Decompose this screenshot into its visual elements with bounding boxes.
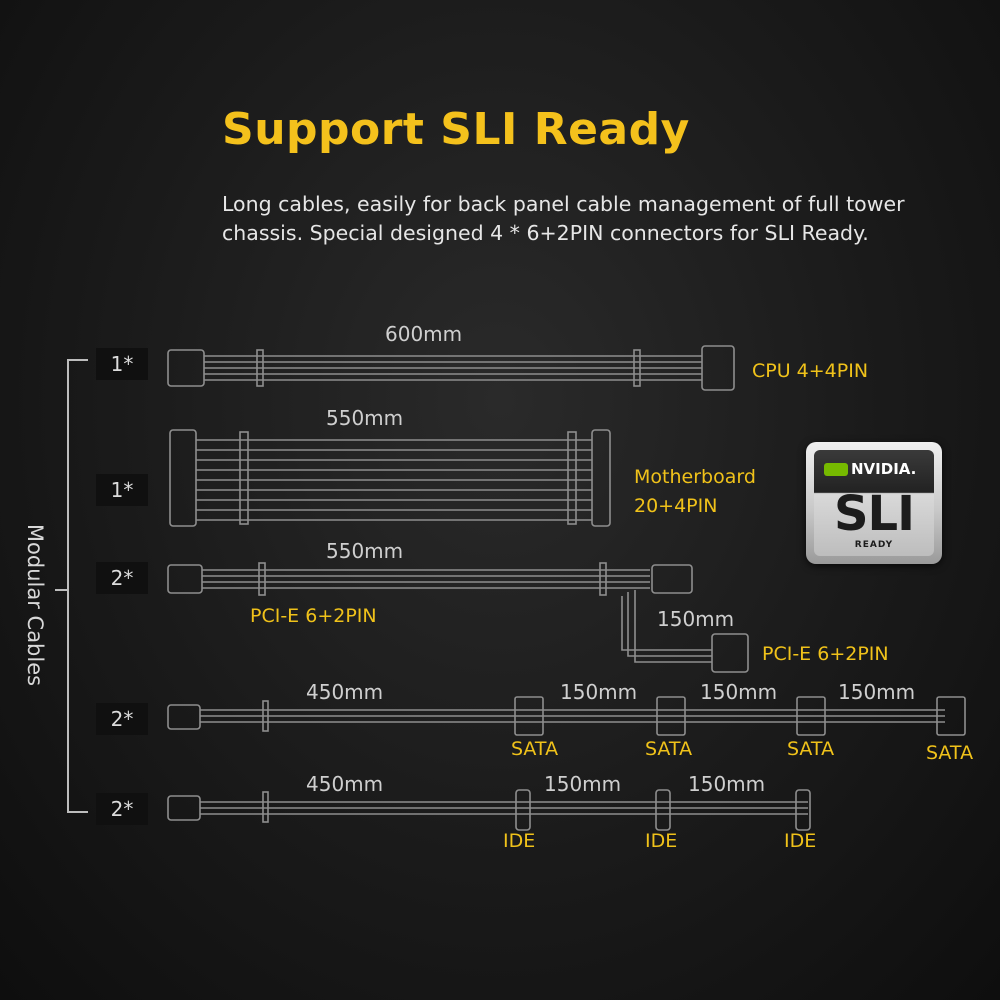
sata-quantity: 2* <box>96 703 148 735</box>
pcie-quantity: 2* <box>96 562 148 594</box>
pcie-connector-a: PCI-E 6+2PIN <box>250 605 377 627</box>
pcie-cable <box>167 562 749 673</box>
page-title: Support SLI Ready <box>222 104 690 155</box>
sata-connector-3: SATA <box>787 738 835 760</box>
ide-connector-3: IDE <box>784 830 817 852</box>
badge-sub: READY <box>854 540 894 550</box>
ide-cable <box>167 789 811 831</box>
sata-segment-3: 150mm <box>838 680 916 704</box>
motherboard-length: 550mm <box>326 406 404 430</box>
badge-brand: NVIDIA. <box>851 460 917 478</box>
ide-connector-1: IDE <box>503 830 536 852</box>
page-description: Long cables, easily for back panel cable… <box>222 192 905 245</box>
bracket-line <box>67 359 88 813</box>
pcie-connector-b: PCI-E 6+2PIN <box>762 643 889 665</box>
ide-quantity: 2* <box>96 793 148 825</box>
nvidia-eye-icon <box>824 463 848 476</box>
badge-mark: SLI <box>833 486 915 542</box>
nvidia-sli-badge: NVIDIA. SLI READY <box>806 442 942 564</box>
sata-connector-4: SATA <box>926 742 974 764</box>
sata-connector-1: SATA <box>511 738 559 760</box>
ide-connector-2: IDE <box>645 830 678 852</box>
ide-length: 450mm <box>306 772 384 796</box>
sata-segment-1: 150mm <box>560 680 638 704</box>
motherboard-connector-line2: 20+4PIN <box>634 495 718 517</box>
cpu-connector-label: CPU 4+4PIN <box>752 360 869 382</box>
ide-segment-1: 150mm <box>544 772 622 796</box>
sata-segment-2: 150mm <box>700 680 778 704</box>
sata-connector-2: SATA <box>645 738 693 760</box>
pcie-length: 550mm <box>326 539 404 563</box>
sata-length: 450mm <box>306 680 384 704</box>
sata-cable <box>167 696 966 736</box>
pcie-extension-length: 150mm <box>657 607 735 631</box>
cpu-quantity: 1* <box>96 348 148 380</box>
motherboard-cable <box>169 429 611 527</box>
cpu-length: 600mm <box>385 322 463 346</box>
ide-segment-2: 150mm <box>688 772 766 796</box>
motherboard-connector-line1: Motherboard <box>634 466 756 488</box>
cpu-cable <box>167 345 735 391</box>
motherboard-quantity: 1* <box>96 474 148 506</box>
